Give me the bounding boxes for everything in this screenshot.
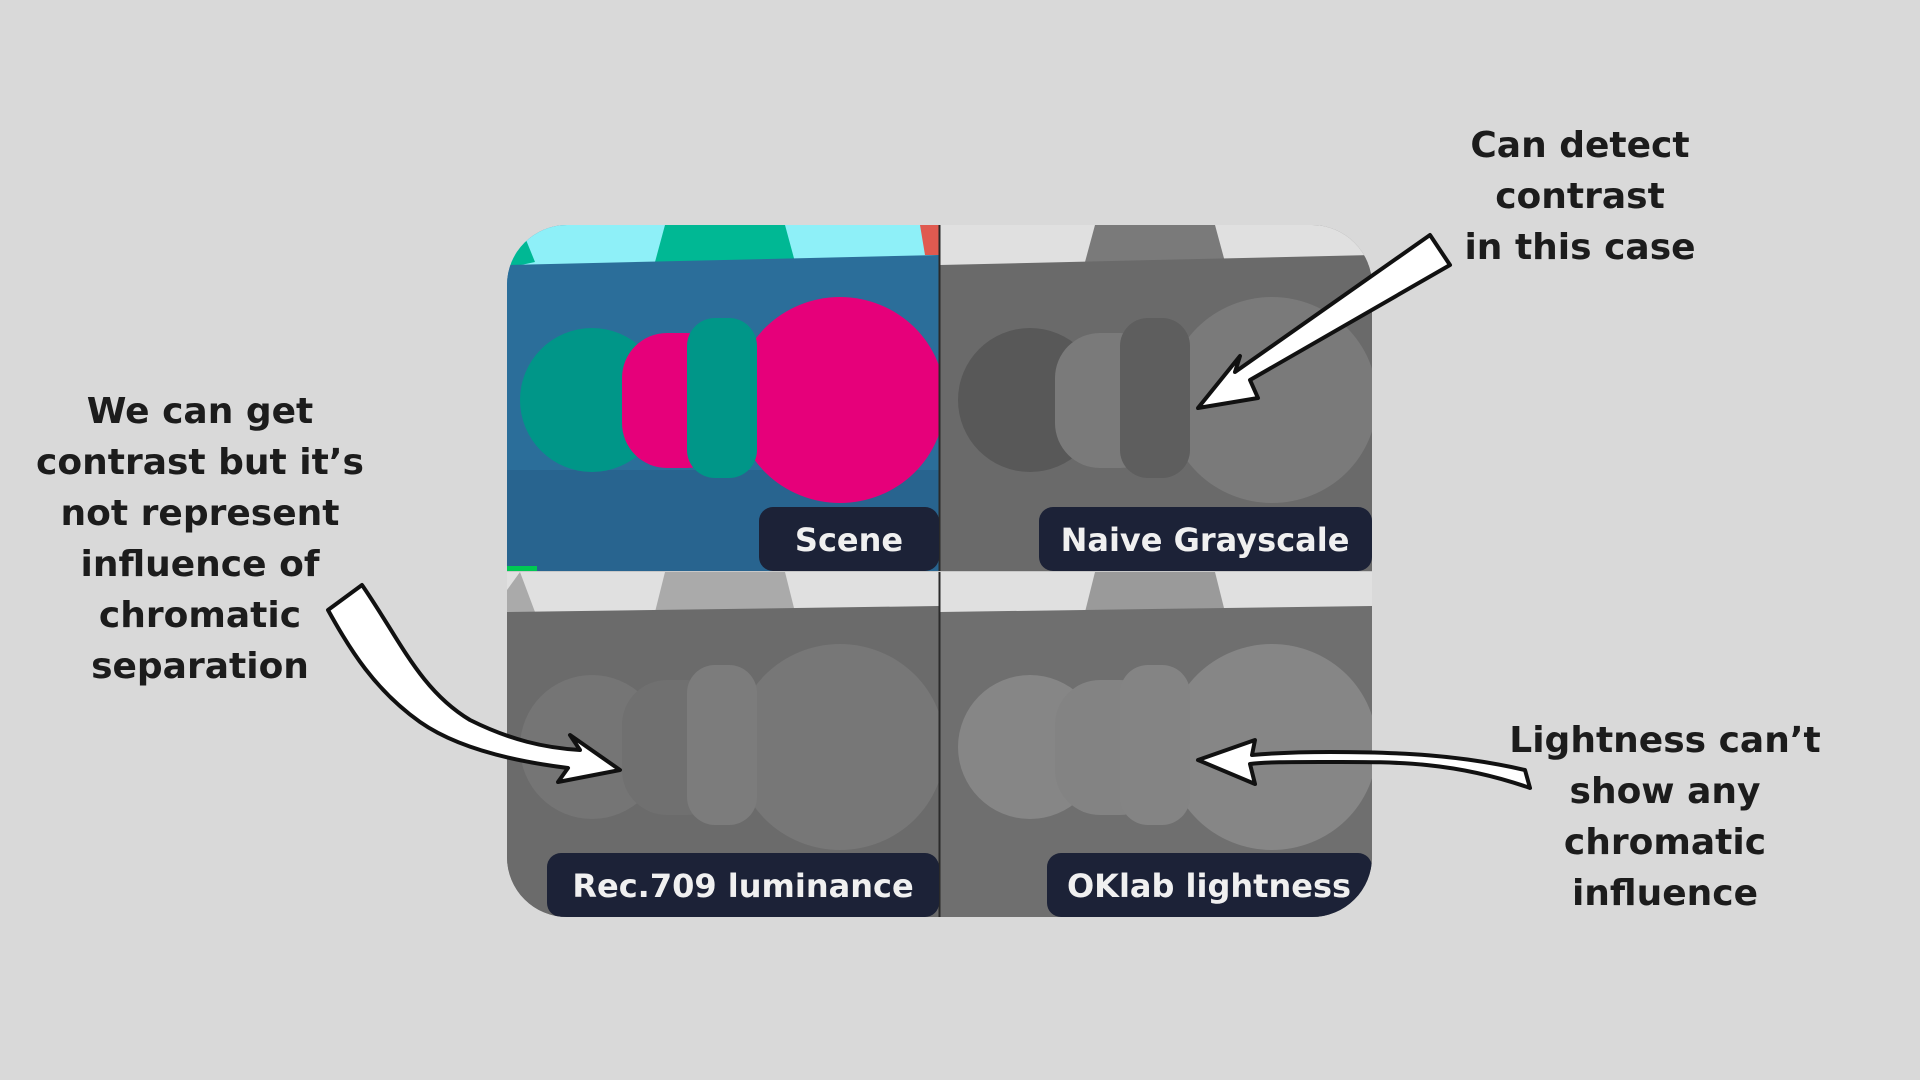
- callout-detect-contrast: Can detect contrast in this case: [1464, 125, 1696, 268]
- callout-lightness-no-chromatic: Lightness can’t show any chromatic influ…: [1509, 720, 1821, 914]
- arrow-detect: [1196, 233, 1452, 410]
- label-naive-grayscale-text: Naive Grayscale: [1061, 521, 1350, 559]
- label-oklab-lightness: OKlab lightness: [1047, 853, 1372, 917]
- label-oklab-lightness-text: OKlab lightness: [1067, 867, 1351, 905]
- callout-contrast-not-chromatic: We can get contrast but it’s not represe…: [36, 391, 364, 687]
- label-naive-grayscale: Naive Grayscale: [1039, 507, 1372, 571]
- arrow-contrast: [326, 583, 622, 784]
- label-rec709-luminance: Rec.709 luminance: [547, 853, 939, 917]
- arrow-lightness: [1196, 738, 1532, 790]
- label-scene-text: Scene: [795, 521, 903, 559]
- label-scene: Scene: [759, 507, 939, 571]
- label-rec709-luminance-text: Rec.709 luminance: [572, 867, 913, 905]
- panel-scene: [507, 225, 939, 571]
